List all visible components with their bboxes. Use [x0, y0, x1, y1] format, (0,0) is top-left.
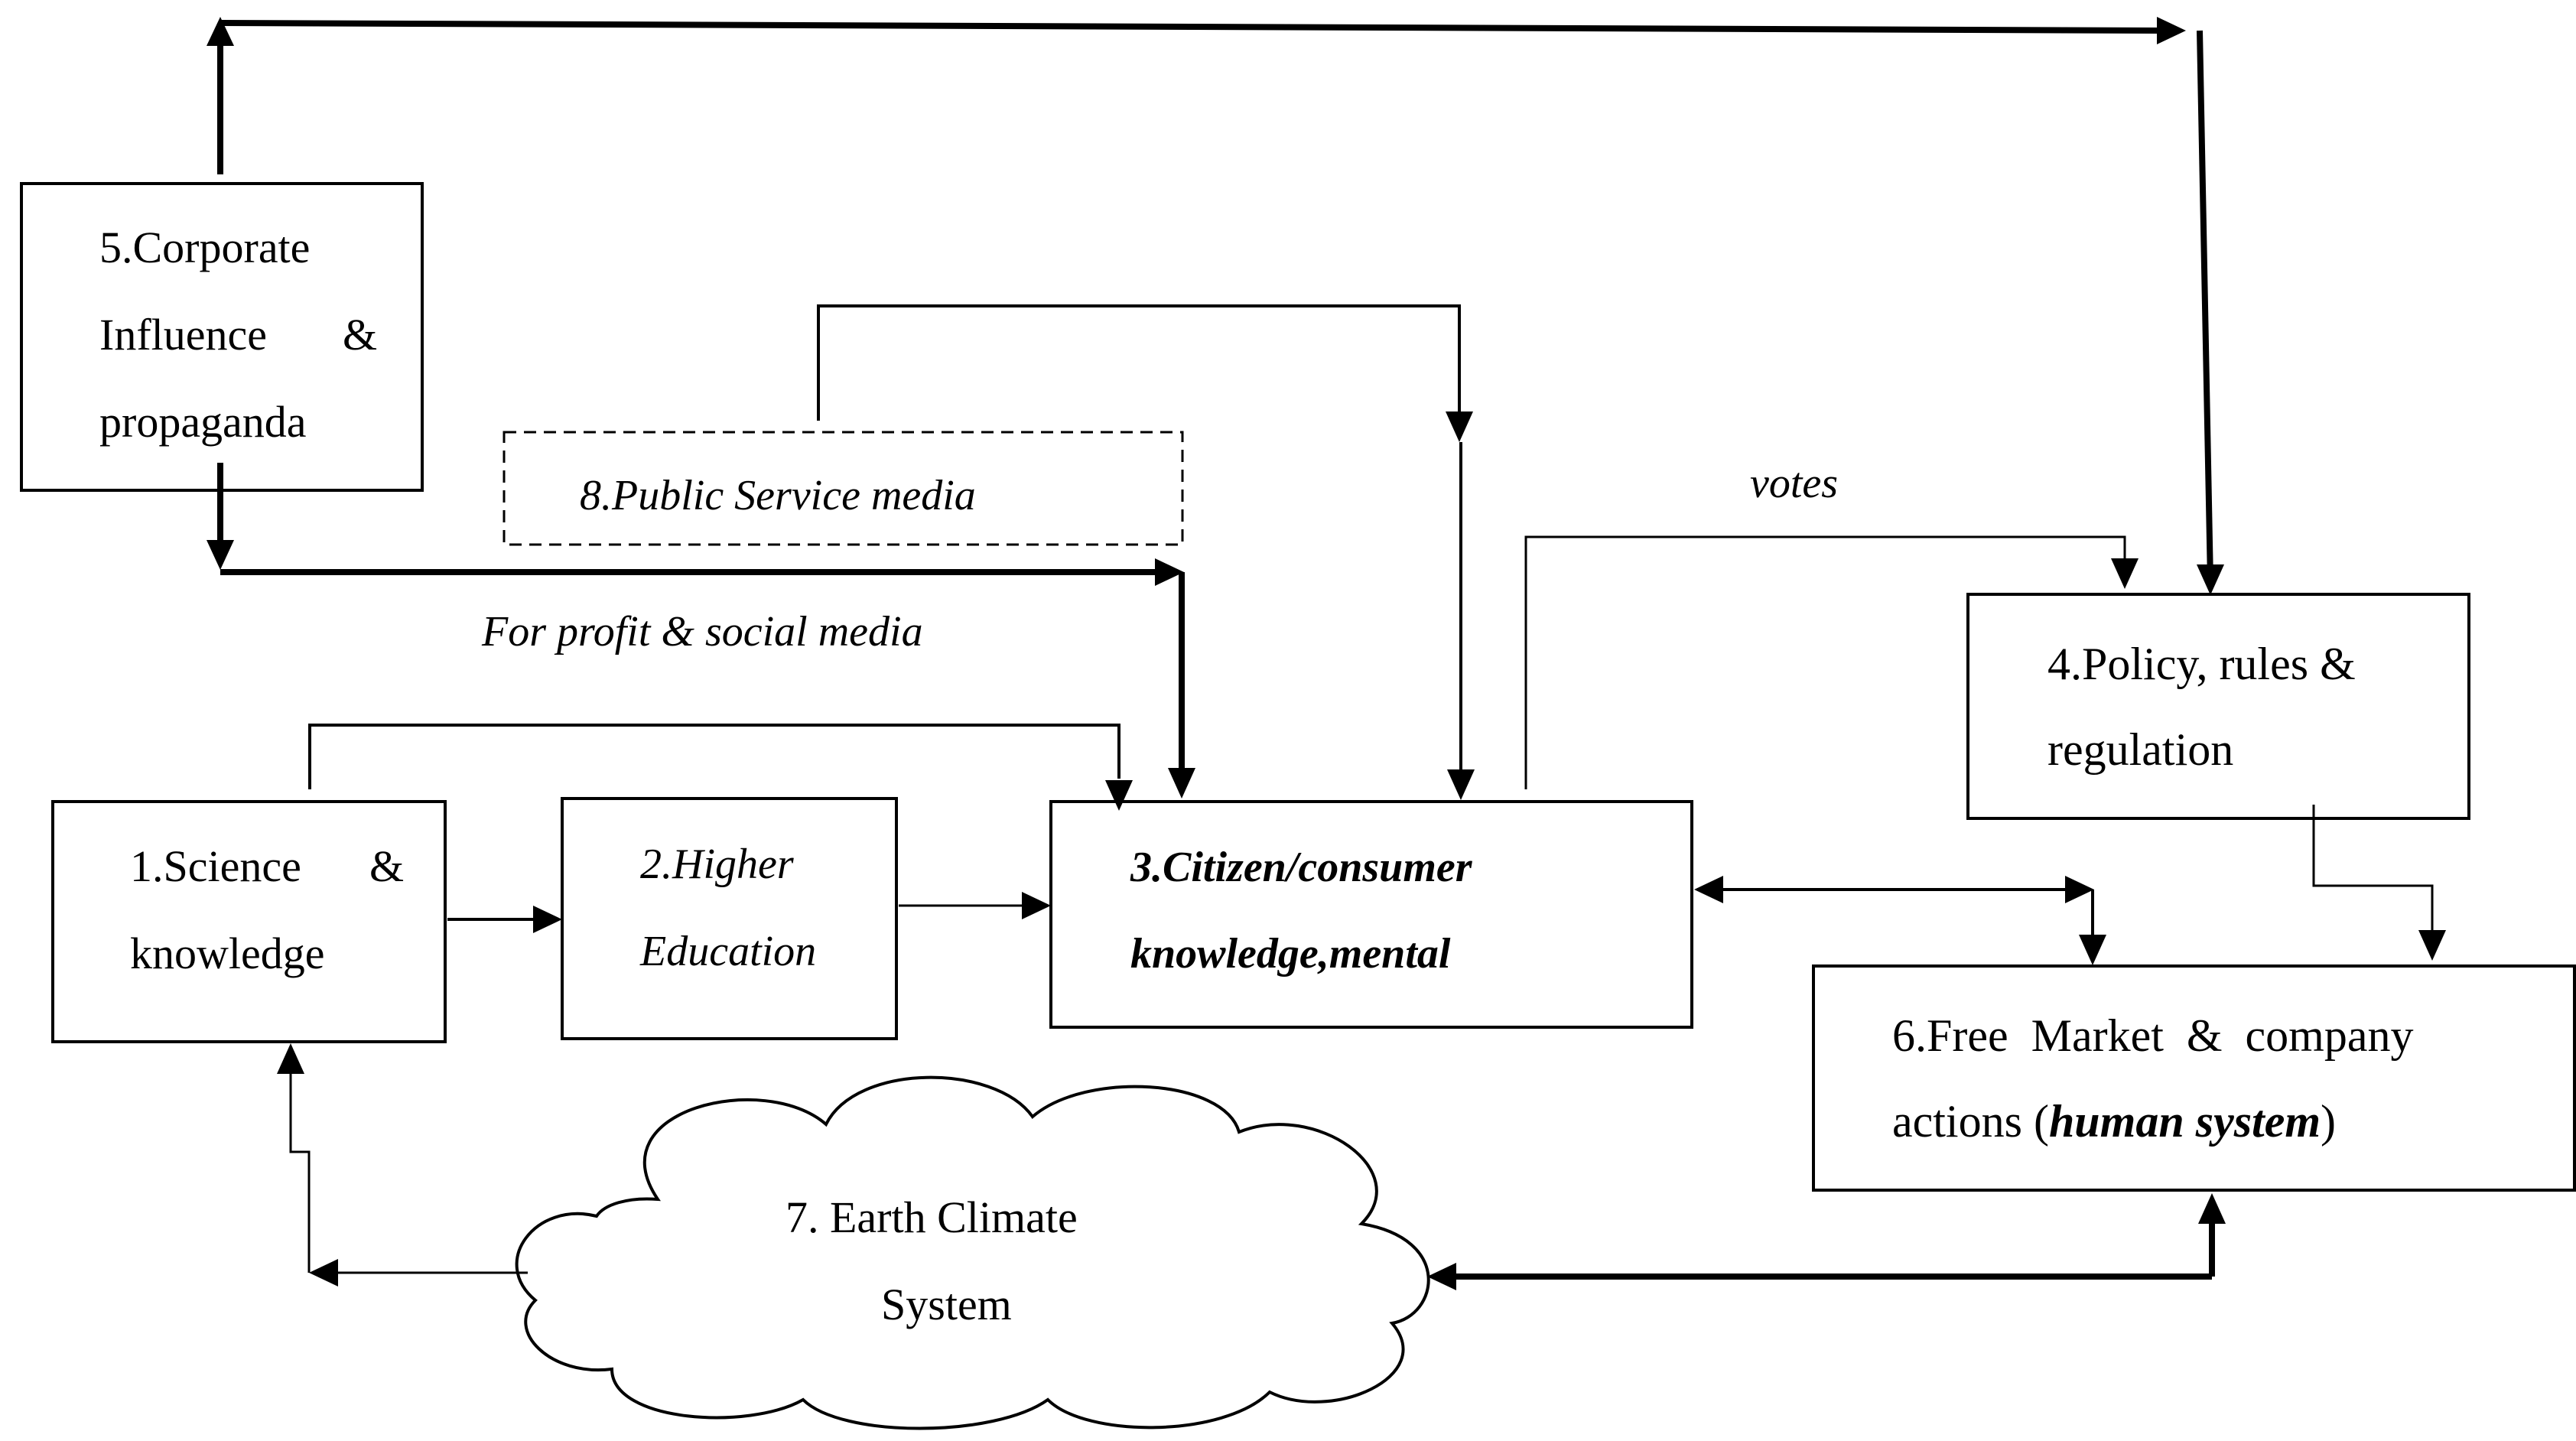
connector-corporate-to-citizen — [207, 463, 1195, 799]
earth-line1: 7. Earth Climate — [785, 1192, 1078, 1242]
policy-line1: 4.Policy, rules & — [2047, 639, 2356, 689]
box-corporate: 5.Corporate Influence & propaganda — [20, 182, 424, 492]
public-media-label: 8.Public Service media — [580, 472, 976, 519]
box-policy: 4.Policy, rules & regulation — [1966, 593, 2470, 820]
cloud-earth-climate: 7. Earth Climate System — [515, 1075, 1430, 1430]
earth-line2: System — [881, 1280, 1012, 1329]
cloud-shape — [515, 1075, 1430, 1430]
corporate-line1: 5.Corporate — [99, 223, 310, 272]
connector-education-to-citizen — [899, 892, 1051, 919]
free-market-line2-suffix: ) — [2321, 1096, 2336, 1147]
box-science: 1.Science & knowledge — [51, 800, 447, 1043]
box-free-market: 6.Free Market & company actions (human s… — [1812, 964, 2576, 1192]
higher-education-line2: Education — [639, 928, 816, 975]
science-line2: knowledge — [130, 929, 325, 978]
corporate-line3: propaganda — [99, 397, 307, 447]
higher-education-line1: 2.Higher — [640, 841, 794, 888]
free-market-line2-prefix: actions ( — [1892, 1096, 2049, 1147]
corporate-line2a: Influence — [99, 310, 267, 359]
citizen-line2: knowledge,mental — [1130, 930, 1451, 977]
connector-public-media-to-citizen — [817, 304, 1475, 800]
label-votes: votes — [1750, 460, 1838, 507]
connector-earth-to-science — [277, 1043, 528, 1286]
science-line1b: & — [369, 841, 404, 891]
connector-science-to-education — [447, 906, 562, 933]
box-citizen: 3.Citizen/consumer knowledge,mental — [1049, 800, 1693, 1029]
policy-line2: regulation — [2047, 724, 2233, 775]
connector-citizen-free-market — [1694, 876, 2106, 965]
free-market-line1: 6.Free Market & company — [1892, 1010, 2413, 1061]
corporate-line2b: & — [343, 310, 377, 359]
connector-science-to-citizen — [308, 724, 1133, 811]
free-market-line2: actions (human system) — [1892, 1096, 2336, 1147]
box-higher-education: 2.Higher Education — [561, 797, 898, 1040]
connector-policy-to-free-market — [2312, 805, 2446, 961]
connector-earth-free-market — [1427, 1193, 2226, 1290]
connector-citizen-votes-to-policy — [1524, 535, 2139, 789]
free-market-emphasis: human system — [2049, 1096, 2321, 1147]
box-public-service-media: 8.Public Service media — [503, 431, 1184, 546]
label-for-profit: For profit & social media — [481, 608, 923, 655]
citizen-line1: 3.Citizen/consumer — [1130, 844, 1473, 891]
connector-corporate-to-policy — [207, 17, 2224, 595]
science-line1a: 1.Science — [130, 841, 301, 891]
